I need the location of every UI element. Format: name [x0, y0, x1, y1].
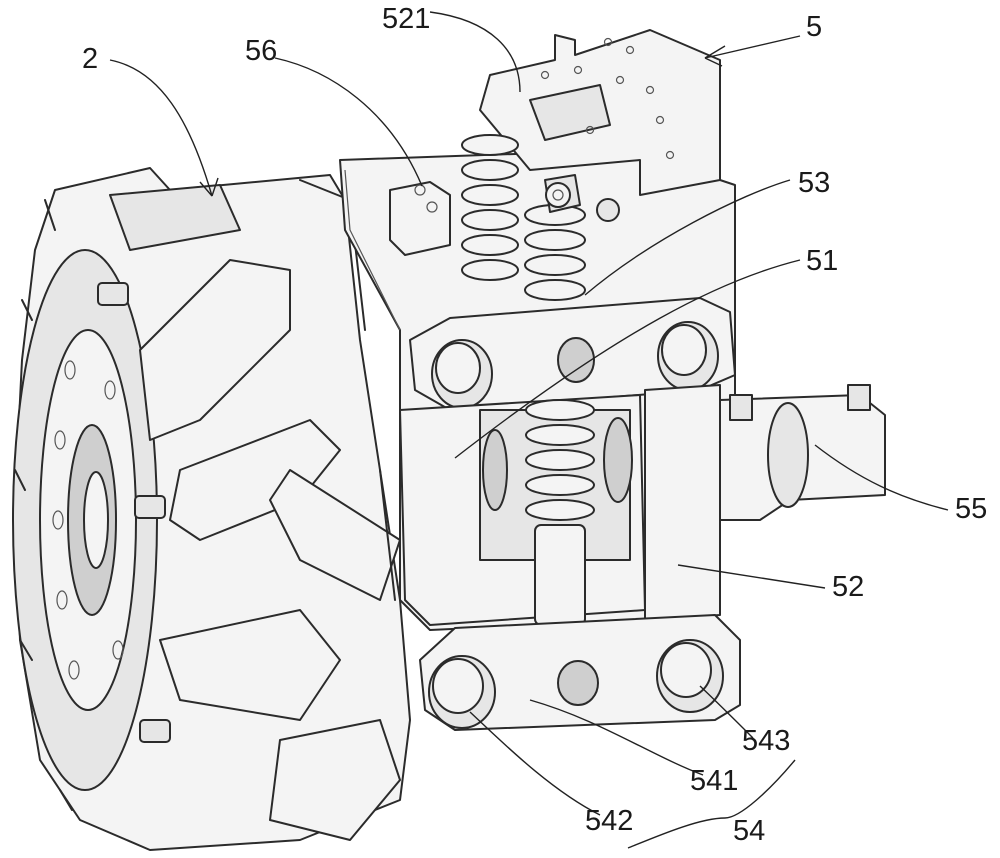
part-labels: 2 56 521 5 53 51 55 52 543 541 542 54 — [82, 3, 987, 847]
label-56: 56 — [245, 35, 277, 67]
label-541: 541 — [690, 765, 738, 797]
mecanum-wheel — [12, 167, 411, 851]
motor — [719, 384, 886, 521]
label-543: 543 — [742, 725, 790, 757]
label-5: 5 — [806, 11, 822, 43]
suspension-assembly — [339, 29, 886, 731]
label-52: 52 — [832, 571, 864, 603]
leader-lines — [109, 11, 949, 849]
label-55: 55 — [955, 493, 987, 525]
lower-spring — [525, 399, 595, 521]
label-51: 51 — [806, 245, 838, 277]
top-springs — [461, 134, 620, 301]
label-2: 2 — [82, 43, 98, 75]
label-54: 54 — [733, 815, 765, 847]
label-542: 542 — [585, 805, 633, 837]
label-53: 53 — [798, 167, 830, 199]
label-521: 521 — [382, 3, 430, 35]
